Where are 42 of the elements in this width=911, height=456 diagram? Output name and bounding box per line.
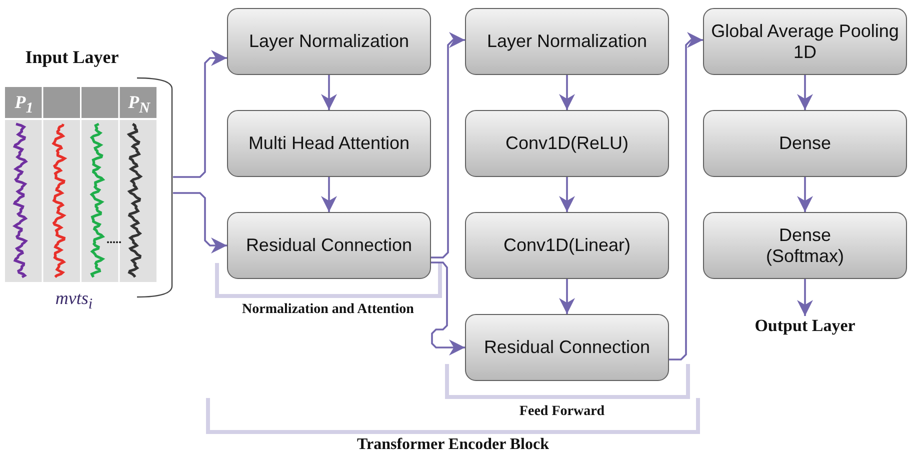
arrow bbox=[669, 32, 703, 360]
layer-name: Layer Normalization bbox=[486, 31, 648, 52]
layer-box bbox=[465, 8, 669, 75]
arrow bbox=[321, 177, 337, 212]
layer-box bbox=[703, 8, 907, 75]
layer-box bbox=[703, 212, 907, 279]
layer-name: Multi Head Attention bbox=[248, 133, 410, 154]
layer-box bbox=[227, 110, 431, 177]
layer-name: Dense bbox=[778, 133, 832, 154]
group-label: Normalization and Attention bbox=[242, 302, 414, 318]
arrow bbox=[559, 75, 575, 110]
layer-box bbox=[465, 212, 669, 279]
layer-name: Conv1D(ReLU) bbox=[505, 133, 629, 154]
column-label: P$_{1}$ bbox=[14, 93, 34, 118]
layer-box bbox=[703, 110, 907, 177]
layer-name: Dense (Softmax) bbox=[764, 224, 845, 266]
layer-box bbox=[465, 314, 669, 381]
arrow bbox=[431, 262, 465, 356]
arrow bbox=[559, 177, 575, 212]
layer-box bbox=[227, 8, 431, 75]
layer-name: Residual Connection bbox=[246, 235, 412, 256]
arrow bbox=[173, 50, 227, 178]
arrow bbox=[559, 279, 575, 314]
arrow bbox=[431, 32, 465, 258]
arrow bbox=[173, 192, 227, 254]
group-label: Transformer Encoder Block bbox=[357, 436, 549, 454]
arrow bbox=[797, 279, 813, 316]
layer-box bbox=[465, 110, 669, 177]
ellipsis: ..... bbox=[106, 233, 122, 246]
layer-name: Conv1D(Linear) bbox=[503, 235, 631, 256]
column-label: P$_{N}$ bbox=[128, 93, 150, 118]
layer-label: Output Layer bbox=[740, 316, 870, 338]
layer-name: Residual Connection bbox=[484, 337, 650, 358]
series-label: mvts$_{i}$ bbox=[55, 289, 93, 314]
layer-name: Global Average Pooling 1D bbox=[710, 20, 900, 62]
group-label: Feed Forward bbox=[519, 404, 605, 420]
arrow bbox=[797, 177, 813, 212]
arrow bbox=[797, 75, 813, 110]
layer-name: Layer Normalization bbox=[248, 31, 410, 52]
arrow bbox=[321, 75, 337, 110]
layer-label: Input Layer bbox=[25, 48, 119, 68]
layer-box bbox=[227, 212, 431, 279]
